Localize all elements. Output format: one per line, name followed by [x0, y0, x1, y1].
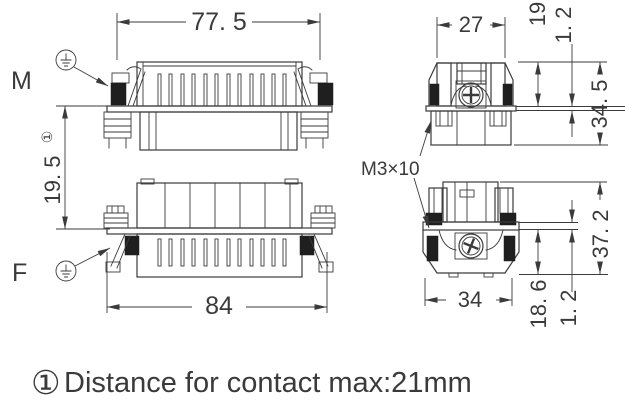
female-right-locking-lever	[299, 233, 334, 273]
phillips-screw-icon	[454, 232, 488, 260]
female-right-fixing-screw	[310, 205, 336, 229]
dim-male-width: 77. 5	[116, 8, 321, 60]
male-right-fixing-bracket	[300, 111, 329, 149]
dim-label-male-upper-height: 19	[525, 2, 550, 26]
dim-contact-distance: 19. 5 ①	[39, 105, 110, 230]
male-connector-end-view	[425, 62, 517, 146]
dim-male-upper-height: 19	[518, 2, 607, 106]
male-mounting-flange	[106, 105, 333, 113]
male-left-fixing-bracket	[103, 111, 132, 149]
female-contact-pins	[157, 238, 287, 267]
dim-female-flange-thickness: 1. 2	[519, 200, 581, 326]
caption: ① Distance for contact max:21mm	[31, 364, 472, 401]
male-screw-bushings	[435, 110, 507, 127]
phillips-screw-icon	[455, 80, 487, 109]
female-connector-end-view	[422, 181, 520, 278]
male-left-locking-lever	[110, 66, 146, 107]
dim-label-male-flange-thickness: 1. 2	[551, 7, 576, 44]
male-right-locking-lever	[293, 66, 334, 107]
female-mounting-flange	[106, 227, 333, 235]
dim-label-female-flange-thickness: 1. 2	[556, 290, 581, 327]
male-view-label: M	[11, 67, 32, 95]
male-ground-leader-line	[73, 66, 109, 87]
dim-label-female-lower-height: 18. 6	[526, 280, 551, 329]
dim-label-contact-distance: 19. 5	[40, 156, 65, 205]
dim-label-female-width: 84	[205, 292, 233, 320]
male-contact-pins	[157, 73, 287, 107]
dim-label-male-end-height: 34. 5	[587, 80, 612, 129]
male-connector-side-view	[103, 61, 334, 151]
female-connector-side-view	[103, 178, 336, 278]
caption-ref-symbol: ①	[31, 364, 61, 401]
dim-label-female-end-height: 37. 2	[588, 210, 613, 259]
dim-male-end-height: 34. 5	[514, 62, 612, 146]
dim-female-end-width: 34	[424, 278, 513, 312]
dim-female-width: 84	[106, 252, 328, 320]
female-view-label: F	[12, 259, 27, 287]
dim-female-end-height: 37. 2	[500, 181, 613, 275]
dim-male-end-width: 27	[436, 12, 506, 58]
female-left-fixing-screw	[103, 205, 129, 229]
dim-male-flange-thickness: 1. 2	[516, 7, 625, 137]
screw-spec-label: M3×10	[361, 159, 420, 180]
dim-label-male-width: 77. 5	[191, 8, 247, 36]
dim-note-ref: ①	[39, 131, 55, 144]
female-left-locking-lever	[105, 233, 140, 273]
caption-text: Distance for contact max:21mm	[64, 367, 472, 399]
screw-spec-annotation: M3×10	[361, 120, 432, 229]
female-ground-leader-line	[74, 247, 111, 267]
dim-label-male-end-width: 27	[459, 12, 483, 37]
protective-earth-icon	[55, 260, 77, 282]
dim-female-lower-height: 18. 6	[526, 230, 551, 328]
protective-earth-icon	[55, 49, 77, 71]
dim-label-female-end-width: 34	[458, 287, 482, 312]
